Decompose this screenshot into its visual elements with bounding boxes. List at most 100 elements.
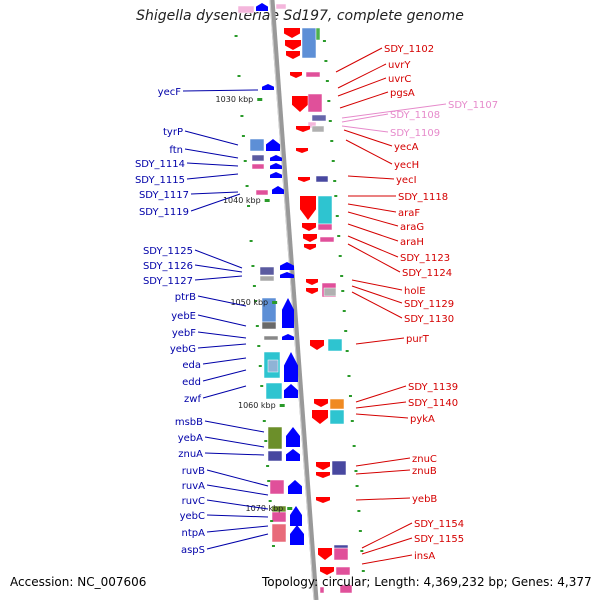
gene-label-right: SDY_1129	[404, 299, 454, 310]
feature-dot	[344, 330, 348, 332]
genome-summary: Topology: circular; Length: 4,369,232 bp…	[262, 575, 592, 589]
gene-label-right: araF	[398, 208, 420, 219]
label-connector	[355, 469, 411, 475]
forward-arrow	[290, 525, 304, 545]
domain-box	[333, 547, 349, 561]
feature-dot	[337, 235, 341, 237]
gene-label-left: SDY_1114	[135, 159, 185, 170]
feature-dot	[237, 75, 241, 77]
feature-dot	[325, 80, 329, 82]
genome-backbone	[269, 0, 319, 600]
gene-label-right: SDY_1118	[398, 192, 448, 203]
gene-labels-layer: yecFtyrPftnSDY_1114SDY_1115SDY_1117SDY_1…	[135, 44, 498, 562]
gene-label-right: SDY_1109	[390, 128, 440, 139]
label-connector	[194, 264, 243, 273]
label-connector	[341, 103, 447, 119]
reverse-arrow	[312, 410, 328, 424]
label-connector	[197, 331, 247, 339]
gene-label-left: msbB	[175, 417, 203, 428]
gene-label-right: SDY_1155	[414, 534, 464, 545]
feature-dot	[254, 300, 257, 302]
gene-label-right: SDY_1130	[404, 314, 454, 325]
feature-dot	[258, 365, 262, 367]
domain-box	[319, 236, 335, 243]
feature-dot	[342, 310, 346, 312]
label-connector	[202, 357, 247, 365]
label-connector	[345, 139, 393, 165]
domain-box	[267, 359, 279, 373]
kbp-label: 1030 kbp	[216, 95, 254, 104]
feature-dot	[341, 290, 345, 292]
feature-dot	[234, 35, 238, 37]
gene-label-left: yebA	[178, 433, 203, 444]
label-connector	[194, 275, 243, 281]
label-connector	[351, 291, 403, 319]
feature-dot	[352, 445, 356, 447]
label-connector	[337, 63, 387, 89]
gene-label-left: zwf	[184, 394, 201, 405]
label-connector	[337, 77, 387, 97]
gene-label-right: insA	[414, 551, 435, 562]
reverse-arrow	[316, 497, 330, 503]
forward-arrow	[282, 298, 294, 324]
label-connector	[197, 314, 247, 327]
forward-arrow	[280, 272, 294, 278]
gene-label-left: znuA	[178, 449, 203, 460]
gene-label-left: tyrP	[163, 127, 183, 138]
domain-box	[251, 154, 265, 162]
label-lines-layer	[182, 47, 447, 565]
feature-dot	[355, 485, 359, 487]
kbp-tick	[279, 404, 285, 407]
kbp-tick	[257, 98, 263, 101]
label-connector	[355, 401, 407, 409]
domain-box	[261, 321, 277, 330]
label-connector	[190, 191, 239, 195]
feature-dot	[260, 385, 264, 387]
label-connector	[184, 148, 239, 159]
forward-arrow	[282, 321, 294, 328]
feature-dot	[350, 420, 354, 422]
feature-dot	[360, 550, 364, 552]
label-connector	[343, 129, 393, 147]
gene-label-left: ruvA	[182, 481, 205, 492]
gene-label-left: ntpA	[182, 528, 206, 539]
kbp-tick	[272, 301, 278, 304]
label-connector	[182, 89, 259, 92]
feature-dot	[247, 205, 251, 207]
gene-label-right: SDY_1154	[414, 519, 464, 530]
reverse-arrow	[303, 234, 317, 242]
label-connector	[206, 533, 269, 550]
reverse-arrow	[316, 472, 330, 478]
domain-box	[327, 338, 343, 352]
domain-box	[259, 275, 275, 282]
label-connector	[347, 175, 395, 180]
label-connector	[206, 525, 269, 533]
reverse-arrow	[296, 148, 308, 153]
feature-dot	[354, 470, 358, 472]
feature-dot	[264, 440, 268, 442]
feature-dot	[268, 500, 272, 502]
reverse-arrow	[290, 72, 302, 78]
reverse-arrow	[300, 196, 316, 220]
forward-arrow	[284, 384, 298, 398]
feature-dot	[252, 285, 256, 287]
backbone-highlight	[269, 0, 315, 600]
kbp-label: 1050 kbp	[230, 298, 268, 307]
domain-box	[255, 189, 269, 196]
gene-label-left: yebC	[180, 511, 205, 522]
label-connector	[355, 457, 411, 467]
domain-box	[331, 460, 347, 476]
gene-label-left: ruvB	[182, 466, 205, 477]
feature-dot	[348, 395, 352, 397]
feature-dot	[335, 215, 339, 217]
gene-label-left: SDY_1126	[143, 261, 193, 272]
domain-box	[269, 479, 285, 495]
gene-label-left: ruvC	[182, 496, 205, 507]
domain-box	[271, 523, 287, 543]
map-title: Shigella dysenteriae Sd197, complete gen…	[136, 8, 464, 24]
domain-box	[329, 409, 345, 425]
domain-box	[317, 223, 333, 231]
label-connector	[186, 162, 239, 167]
feature-dot	[267, 480, 271, 482]
